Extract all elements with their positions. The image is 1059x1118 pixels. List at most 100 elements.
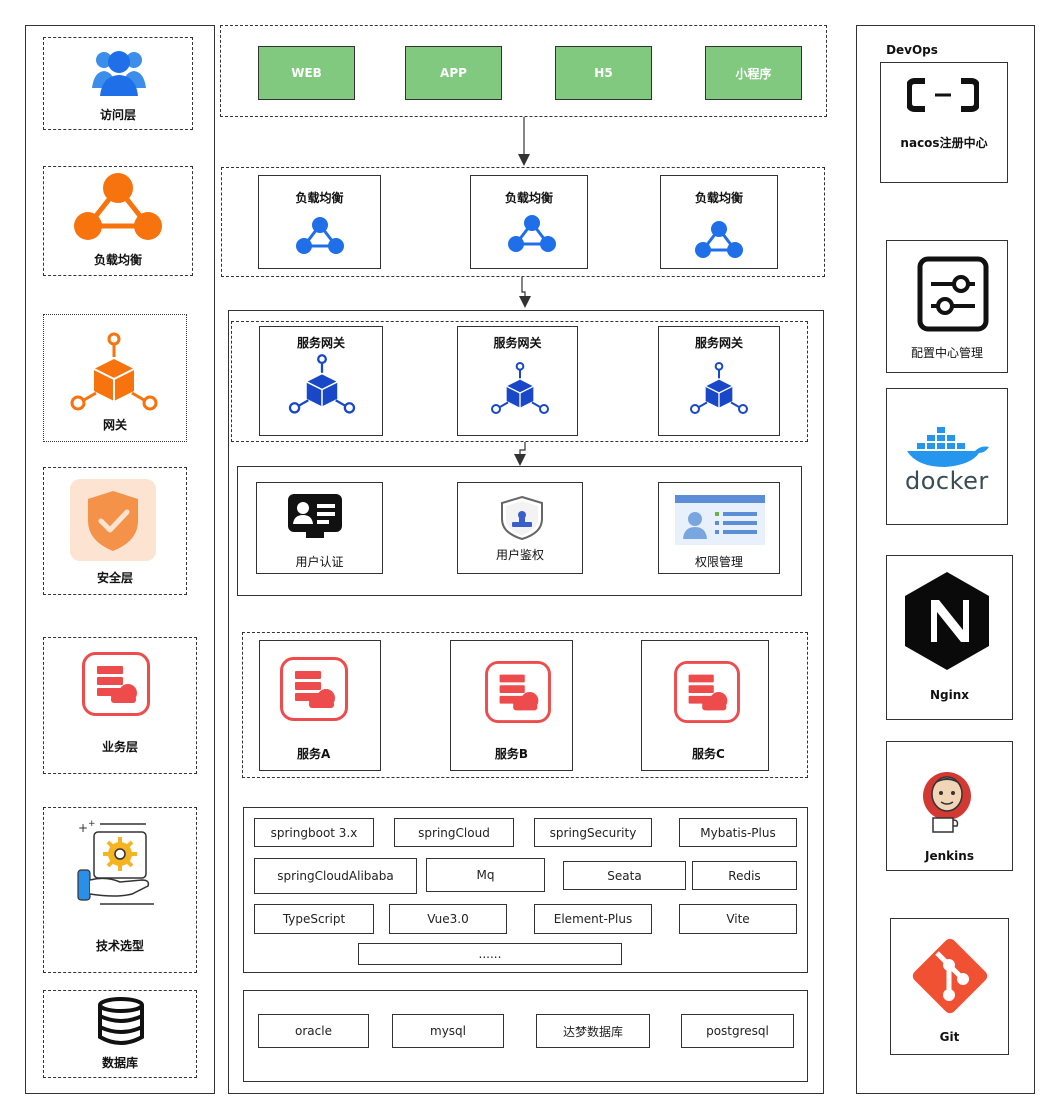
service-b-label: 服务B — [494, 747, 529, 761]
database-layer-card: 数据库 — [43, 990, 197, 1078]
load-balancer-3-label: 负载均衡 — [694, 191, 743, 205]
tech-element-plus: Element-Plus — [534, 904, 652, 934]
client-miniprogram: 小程序 — [705, 46, 802, 100]
load-balancer-1-label: 负载均衡 — [295, 191, 344, 205]
load-balancer-2-label: 负载均衡 — [504, 191, 553, 205]
shield-stamp-icon — [498, 495, 546, 541]
jenkins-butler-icon — [917, 768, 977, 838]
gateway-1-label: 服务网关 — [296, 336, 345, 350]
database-group — [243, 990, 808, 1082]
git-card: Git — [890, 918, 1009, 1055]
permission-management: 权限管理 — [658, 482, 780, 574]
access-layer-label: 访问层 — [99, 108, 136, 122]
user-authorization: 用户鉴权 — [457, 482, 583, 574]
gateway-icon — [68, 331, 160, 415]
load-balancer-1: 负载均衡 — [258, 175, 381, 269]
service-a: 服务A — [259, 640, 381, 771]
gateway-1: 服务网关 — [259, 326, 383, 436]
tech-springsecurity: springSecurity — [534, 818, 652, 847]
load-balance-layer-card: 负载均衡 — [43, 166, 193, 276]
arrow-lb-to-gateway — [519, 277, 531, 308]
load-balance-icon — [74, 172, 162, 244]
load-balance-layer-label: 负载均衡 — [93, 253, 142, 267]
tech-redis: Redis — [692, 861, 797, 890]
gateway-icon — [282, 353, 362, 417]
git-logo-icon — [907, 933, 993, 1019]
business-layer-label: 业务层 — [101, 740, 138, 754]
security-group — [237, 466, 802, 596]
nacos-logo-icon — [907, 77, 979, 113]
db-oracle: oracle — [258, 1014, 369, 1048]
gateway-2: 服务网关 — [457, 326, 578, 436]
sliders-icon — [917, 256, 989, 332]
permission-management-label: 权限管理 — [694, 555, 743, 569]
nginx-logo-icon — [903, 570, 991, 672]
tech-mq: Mq — [426, 858, 545, 892]
arrow-gateway-to-security — [514, 442, 526, 466]
server-cloud-icon — [280, 657, 348, 721]
tech-springboot: springboot 3.x — [254, 818, 374, 847]
gateway-layer-card: 网关 — [43, 314, 187, 442]
server-cloud-icon — [674, 661, 740, 723]
client-app: APP — [405, 46, 502, 100]
server-cloud-icon — [485, 661, 551, 723]
load-balancer-3: 负载均衡 — [660, 175, 778, 269]
gateway-3-label: 服务网关 — [694, 336, 743, 350]
security-layer-card: 安全层 — [43, 467, 187, 595]
load-balancer-group — [221, 167, 825, 277]
user-authentication-label: 用户认证 — [295, 555, 344, 569]
gateway-group — [231, 321, 808, 442]
jenkins-label: Jenkins — [925, 849, 974, 863]
db-dameng: 达梦数据库 — [536, 1014, 650, 1048]
tech-springcloudalibaba: springCloudAlibaba — [254, 858, 417, 894]
nacos-card: nacos注册中心 — [880, 62, 1008, 183]
docker-card: docker — [886, 388, 1008, 525]
database-icon — [96, 997, 146, 1047]
tech-selection-layer-label: 技术选型 — [95, 939, 144, 953]
services-group — [242, 632, 808, 778]
service-b: 服务B — [450, 640, 573, 771]
hand-gear-icon: + + — [76, 820, 158, 912]
tech-selection-layer-card: + + 技术选型 — [43, 807, 197, 973]
tech-vite: Vite — [679, 904, 797, 934]
devops-column — [856, 25, 1035, 1094]
devops-title: DevOps — [886, 43, 938, 57]
nacos-label: nacos注册中心 — [900, 136, 988, 150]
users-icon — [90, 46, 148, 98]
user-authorization-label: 用户鉴权 — [495, 548, 544, 562]
permission-card-icon — [675, 495, 765, 545]
tech-more: ...... — [358, 943, 622, 965]
service-a-label: 服务A — [297, 747, 331, 761]
tech-mybatis-plus: Mybatis-Plus — [679, 818, 797, 847]
git-label: Git — [939, 1030, 960, 1044]
tech-springcloud: springCloud — [394, 818, 514, 847]
svg-text:+: + — [88, 820, 96, 829]
gateway-3: 服务网关 — [658, 326, 780, 436]
db-postgresql: postgresql — [681, 1014, 794, 1048]
gateway-layer-label: 网关 — [102, 418, 127, 432]
user-authentication: 用户认证 — [256, 482, 383, 574]
access-layer-card: 访问层 — [43, 37, 193, 130]
shield-check-icon — [70, 479, 156, 561]
nginx-label: Nginx — [929, 688, 970, 702]
client-h5: H5 — [555, 46, 652, 100]
docker-whale-icon — [905, 425, 991, 467]
clients-group — [220, 25, 827, 117]
config-center-label: 配置中心管理 — [910, 346, 983, 360]
jenkins-card: Jenkins — [886, 741, 1013, 871]
gateway-icon — [484, 361, 556, 417]
client-web: WEB — [258, 46, 355, 100]
database-layer-label: 数据库 — [101, 1056, 138, 1070]
docker-logo-text: docker — [905, 467, 989, 495]
service-c-label: 服务C — [692, 747, 725, 761]
tech-stack-group — [243, 807, 808, 973]
gateway-2-label: 服务网关 — [493, 336, 542, 350]
tech-vue3: Vue3.0 — [389, 904, 507, 934]
config-center-card: 配置中心管理 — [886, 240, 1008, 373]
server-cloud-icon — [82, 652, 150, 716]
left-column — [25, 25, 215, 1094]
service-c: 服务C — [641, 640, 769, 771]
security-layer-label: 安全层 — [96, 571, 133, 585]
svg-text:+: + — [78, 821, 88, 835]
